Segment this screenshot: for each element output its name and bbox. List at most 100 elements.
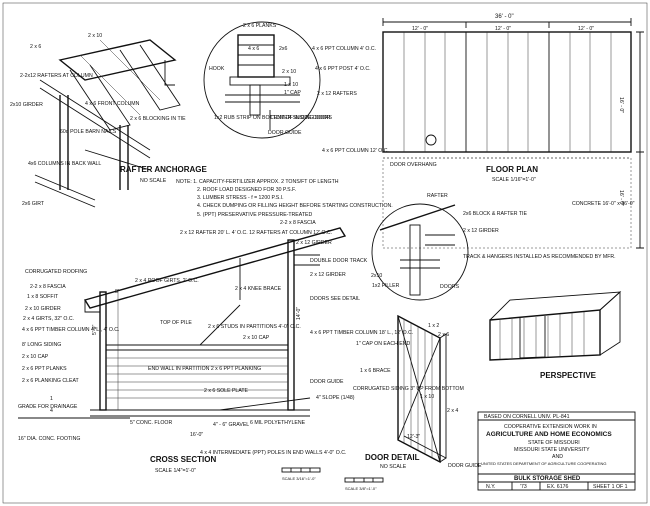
cs-center-3: TOP OF PILE — [160, 320, 192, 326]
cs-center-4: 2 x 6 STUDS IN PARTITIONS 4'-0" O.C. — [208, 324, 301, 330]
cs-right-5: DOOR GUIDE — [310, 379, 344, 385]
cs-left-6: 4 x 6 PPT TIMBER COLUMN 4' L., 4' O.C. — [22, 327, 120, 333]
fp-bay-1: 12' - 0" — [495, 26, 511, 32]
tb-drawing-title: BULK STORAGE SHED — [514, 476, 581, 482]
hook-label-1: 4 x 6 — [248, 46, 259, 52]
note-0: NOTE: 1. CAPACITY-FERTILIZER APPROX. 2 T… — [176, 179, 339, 185]
hook-label-4: HOOK — [209, 66, 225, 72]
rafter-anchorage-title: RAFTER ANCHORAGE — [120, 165, 207, 174]
tb-based-on: BASED ON CORNELL UNIV. PL-841 — [484, 414, 570, 420]
floor-plan-scale: SCALE 1/16"=1'-0" — [492, 177, 536, 183]
ra-label-0: 2 x 10 — [88, 33, 102, 39]
dd-label-2: 1" CAP ON EACH END — [356, 341, 410, 347]
cs-dim-3: 16'-0" — [190, 432, 203, 438]
cs-center-1: 2-2 x 8 FASCIA — [280, 220, 316, 226]
ra-label-3: 2x10 GIRDER — [10, 102, 43, 108]
tb-org-5: AND — [552, 454, 563, 460]
ra-label-8: 2x6 GIRT — [22, 201, 45, 207]
fp-label-3: 4 x 6 PPT COLUMN 12' O.C. — [322, 148, 389, 154]
note-3: 4. CHECK DUMPING OR FILLING HEIGHT BEFOR… — [197, 203, 393, 209]
tb-org-3: STATE OF MISSOURI — [528, 440, 580, 446]
rd-label-0: RAFTER — [427, 193, 448, 199]
ra-label-2: 2-2x12 RAFTERS AT COLUMN — [20, 73, 93, 79]
dd-label-3: 1 x 6 BRACE — [360, 368, 391, 374]
note-4: 5. (PPT) PRESERVATIVE PRESSURE-TREATED — [197, 212, 312, 218]
dd-label-4: CORRUGATED SIDING 3" UP FROM BOTTOM — [353, 386, 464, 392]
hook-label-8: CENTER SLIDING DOOR — [270, 115, 331, 121]
cross-section-drawing — [18, 227, 347, 419]
cross-section-scale: SCALE 1/4"=1'-0" — [155, 468, 196, 474]
cs-right-2: 2 x 12 GIRDER — [310, 272, 346, 278]
perspective-drawing — [489, 290, 622, 361]
cs-left-7: 8' LONG SIDING — [22, 342, 61, 348]
dd-label-7: 12'-3" — [407, 434, 420, 440]
cs-center-8: 5" CONC. FLOOR — [130, 420, 172, 426]
cs-right-6: 4" SLOPE (1/48) — [316, 395, 355, 401]
fp-depth-top: 16' - 0" — [618, 97, 624, 113]
scale-bar-2-caption: SCALE 3/8"=1'-0" — [345, 486, 377, 491]
dd-label-6: 2 x 4 — [447, 408, 458, 414]
fp-bay-2: 12' - 0" — [578, 26, 594, 32]
cs-dim-5: 4 — [50, 408, 53, 414]
floor-plan-title: FLOOR PLAN — [486, 165, 538, 174]
cs-dim-2: 14'-0" — [296, 307, 302, 320]
rd-label-2: 2 x 12 GIRDER — [463, 228, 499, 234]
tb-state: N.Y. — [486, 484, 495, 490]
dd-label-0: 1 x 2 — [428, 323, 439, 329]
cs-left-12: 16" DIA. CONC. FOOTING — [18, 436, 80, 442]
cs-right-4: 4 x 6 PPT TIMBER COLUMN 18' L., 12' O.C. — [310, 330, 413, 336]
rd-label-4: 2x10 — [371, 273, 382, 279]
dd-label-1: 2 x 6 — [438, 332, 449, 338]
rd-label-1: 2x6 BLOCK & RAFTER TIE — [463, 211, 527, 217]
cs-right-1: DOUBLE DOOR TRACK — [310, 258, 368, 264]
tb-org-4: MISSOURI STATE UNIVERSITY — [514, 447, 590, 453]
ra-label-1: 2 x 6 — [30, 44, 41, 50]
cs-left-11: GRADE FOR DRAINAGE — [18, 404, 78, 410]
cs-dim-1: 5'-0" — [92, 325, 98, 335]
hook-label-2: 2x6 — [279, 46, 287, 52]
cs-right-0: 2 x 12 GIRDER — [296, 240, 332, 246]
door-detail-drawing — [397, 314, 447, 464]
tb-org-2: AGRICULTURE AND HOME ECONOMICS — [486, 431, 612, 438]
tb-ex-number: EX. 6176 — [547, 484, 568, 490]
hook-label-3: 2 x 10 — [282, 69, 296, 75]
rafter-anchorage-scale: NO SCALE — [140, 178, 167, 184]
cs-left-0: 2 x 4 ROOF GIRTS, 2' O.C. — [135, 278, 199, 284]
cs-center-9: 4" - 6" GRAVEL — [213, 422, 249, 428]
ra-label-5: 2 x 6 BLOCKING IN TIE — [130, 116, 186, 122]
ra-label-6: 60d POLE BARN NAILS — [60, 129, 117, 135]
scale-bar-1-caption: SCALE 3/16"=1'-0" — [282, 476, 316, 481]
note-1: 2. ROOF LOAD DESIGNED FOR 30 P.S.F. — [197, 187, 296, 193]
cs-dim-0: 8' — [115, 289, 119, 295]
tb-year: '73 — [520, 484, 527, 490]
cs-left-3: 1 x 8 SOFFIT — [27, 294, 59, 300]
cs-left-5: 2 x 4 GIRTS, 32" O.C. — [23, 316, 74, 322]
fp-label-5: CONCRETE 16'-0" x 36'-0" — [572, 201, 635, 207]
rd-label-6: DOORS — [440, 284, 460, 290]
cs-right-3: DOORS SEE DETAIL — [310, 296, 360, 302]
cs-center-11: 4 x 4 INTERMEDIATE (PPT) POLES IN END WA… — [200, 450, 346, 456]
cs-center-5: 2 x 10 CAP — [243, 335, 270, 341]
fp-depth-bottom: 16' - 0" — [618, 190, 624, 206]
hook-label-0: 2 x 6 PLANKS — [243, 23, 277, 29]
rafter-anchorage-drawing — [34, 39, 181, 208]
door-detail-title: DOOR DETAIL — [365, 453, 420, 462]
perspective-title: PERSPECTIVE — [540, 371, 597, 380]
hook-label-5: 1 x 10 — [284, 82, 298, 88]
hook-detail-drawing — [203, 21, 321, 139]
floor-plan-drawing — [382, 18, 644, 249]
cs-center-7: 2 x 6 SOLE PLATE — [204, 388, 249, 394]
cs-left-1: CORRUGATED ROOFING — [25, 269, 87, 275]
scale-bar-2 — [344, 477, 384, 483]
cross-section-title: CROSS SECTION — [150, 455, 216, 464]
note-2: 3. LUMBER STRESS - f = 1200 P.S.I. — [197, 195, 284, 201]
tb-org-6: UNITED STATES DEPARTMENT OF AGRICULTURE … — [481, 461, 607, 466]
door-detail-scale: NO SCALE — [380, 464, 407, 470]
dd-label-5: 1 x 10 — [420, 394, 434, 400]
fp-bay-0: 12' - 0" — [412, 26, 428, 32]
notes-block: NOTE: 1. CAPACITY-FERTILIZER APPROX. 2 T… — [176, 179, 393, 218]
ra-label-4: 4 x 6 FRONT COLUMN — [85, 101, 140, 107]
